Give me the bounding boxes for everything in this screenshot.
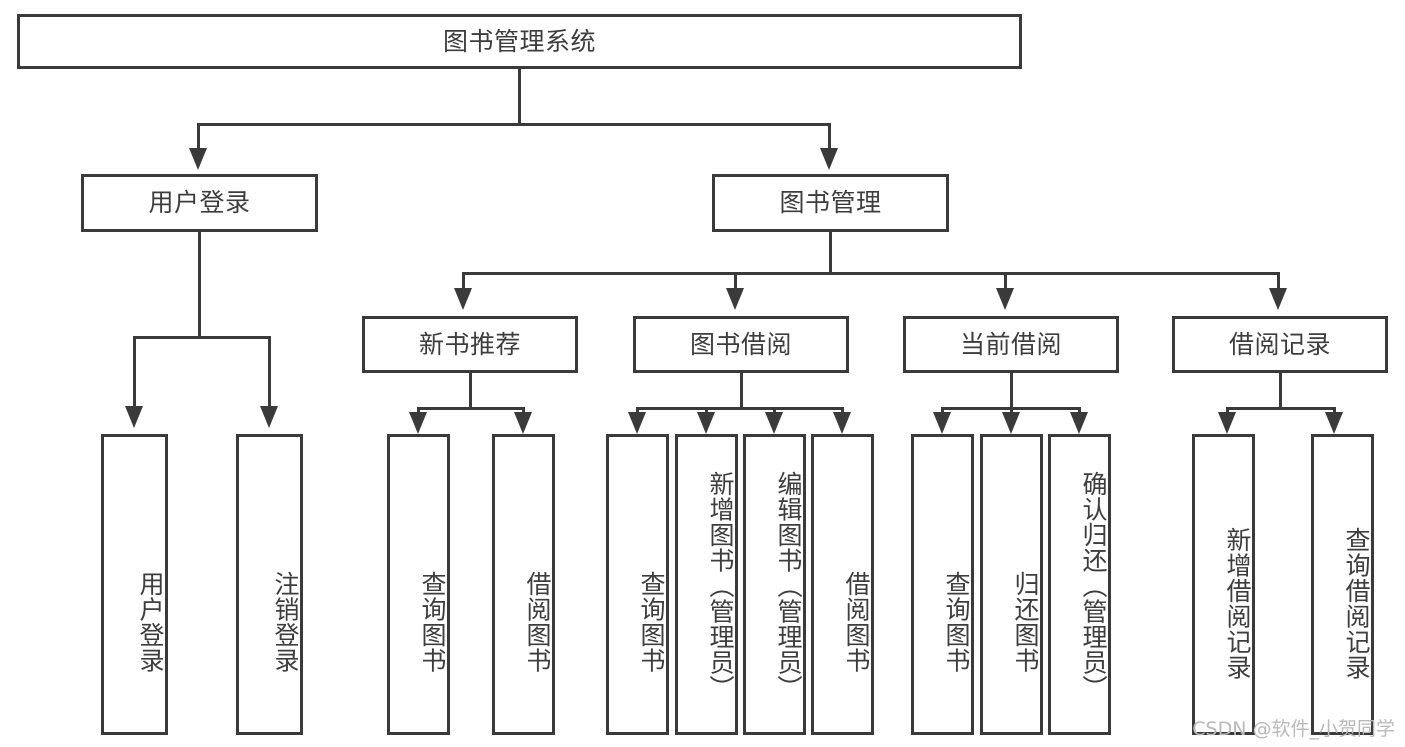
leaf-user-login[interactable]: 用户登录 — [101, 434, 168, 735]
connector-borrow-record-stem — [1279, 373, 1282, 409]
node-label: 新增借阅记录 — [1223, 527, 1252, 680]
node-label: 图书借阅 — [689, 329, 792, 359]
leaf-edit-book-admin[interactable]: 编辑图书（管理员） — [743, 434, 806, 735]
connector-new-book-leaf1 — [417, 407, 420, 414]
leaf-confirm-return-admin[interactable]: 确认归还（管理员） — [1048, 434, 1111, 735]
arrow-br-leaf2 — [1325, 412, 1343, 434]
node-label: 编辑图书（管理员） — [774, 470, 803, 701]
arrow-bm-to-borrow-record — [1269, 288, 1287, 310]
node-label: 查询图书 — [418, 570, 447, 673]
connector-bm-to-book-borrow — [734, 272, 737, 290]
arrow-bb-leaf2 — [697, 412, 715, 434]
arrow-bb-leaf3 — [765, 412, 783, 434]
arrow-user-login-leaf2 — [260, 406, 278, 428]
connector-book-borrow-bar — [636, 407, 844, 410]
connector-br-leaf2 — [1333, 407, 1336, 414]
connector-book-management-bar — [462, 272, 1280, 275]
connector-bm-to-borrow-record — [1277, 272, 1280, 290]
leaf-borrow-book[interactable]: 借阅图书 — [811, 434, 874, 735]
connector-bb-leaf2 — [705, 407, 708, 414]
node-label: 新书推荐 — [418, 329, 521, 359]
connector-root-to-user-login — [197, 123, 200, 150]
connector-new-book-bar — [417, 407, 525, 410]
connector-new-book-stem — [469, 373, 472, 409]
leaf-return-book[interactable]: 归还图书 — [980, 434, 1043, 735]
node-borrow-record[interactable]: 借阅记录 — [1172, 316, 1388, 373]
connector-root-stem — [518, 69, 521, 123]
connector-cb-leaf2 — [1010, 407, 1013, 414]
arrow-bb-leaf4 — [833, 412, 851, 434]
arrow-bb-leaf1 — [628, 412, 646, 434]
arrow-cb-leaf2 — [1002, 412, 1020, 434]
node-new-book-recommend[interactable]: 新书推荐 — [362, 316, 578, 373]
node-label: 借阅图书 — [523, 570, 552, 673]
connector-book-borrow-stem — [740, 373, 743, 409]
node-label: 查询图书 — [637, 570, 666, 673]
arrow-bm-to-current-borrow — [996, 288, 1014, 310]
connector-new-book-leaf2 — [522, 407, 525, 414]
connector-current-borrow-stem — [1010, 373, 1013, 409]
node-label: 查询借阅记录 — [1342, 527, 1371, 680]
arrow-root-to-book-management — [820, 148, 838, 170]
connector-bm-to-new-book — [462, 272, 465, 290]
node-label: 图书管理系统 — [442, 26, 596, 56]
node-label: 查询图书 — [942, 570, 971, 673]
connector-user-login-leaf2 — [268, 336, 271, 408]
leaf-query-book-recommend[interactable]: 查询图书 — [387, 434, 450, 735]
connector-bm-to-current-borrow — [1004, 272, 1007, 290]
arrow-new-book-leaf2 — [514, 412, 532, 434]
leaf-add-book-admin[interactable]: 新增图书（管理员） — [675, 434, 738, 735]
node-label: 借阅记录 — [1228, 329, 1331, 359]
connector-book-management-stem — [829, 232, 832, 274]
arrow-cb-leaf3 — [1070, 412, 1088, 434]
node-label: 借阅图书 — [842, 570, 871, 673]
node-label: 归还图书 — [1011, 570, 1040, 673]
connector-user-login-leaf1 — [133, 336, 136, 408]
node-label: 注销登录 — [271, 570, 300, 673]
connector-root-bar — [197, 123, 831, 126]
node-book-management[interactable]: 图书管理 — [712, 174, 949, 232]
node-label: 用户登录 — [148, 188, 251, 217]
connector-root-to-book-management — [828, 123, 831, 150]
arrow-user-login-leaf1 — [125, 406, 143, 428]
connector-bb-leaf1 — [636, 407, 639, 414]
arrow-new-book-leaf1 — [409, 412, 427, 434]
connector-user-login-stem — [198, 232, 201, 336]
leaf-query-book-borrow[interactable]: 查询图书 — [606, 434, 669, 735]
connector-bb-leaf4 — [841, 407, 844, 414]
node-label: 用户登录 — [136, 570, 165, 673]
arrow-br-leaf1 — [1218, 412, 1236, 434]
node-label: 新增图书（管理员） — [706, 470, 735, 701]
node-label: 当前借阅 — [959, 329, 1062, 359]
node-user-login[interactable]: 用户登录 — [81, 174, 318, 232]
arrow-bm-to-new-book — [454, 288, 472, 310]
connector-borrow-record-bar — [1226, 407, 1336, 410]
connector-br-leaf1 — [1226, 407, 1229, 414]
arrow-cb-leaf1 — [933, 412, 951, 434]
connector-user-login-bar — [133, 336, 271, 339]
connector-bb-leaf3 — [773, 407, 776, 414]
arrow-root-to-user-login — [189, 148, 207, 170]
leaf-borrow-book-recommend[interactable]: 借阅图书 — [492, 434, 555, 735]
leaf-query-book-current[interactable]: 查询图书 — [911, 434, 974, 735]
watermark-text: CSDN @软件_小贺同学 — [1192, 718, 1395, 740]
node-current-borrow[interactable]: 当前借阅 — [903, 316, 1119, 373]
leaf-logout-login[interactable]: 注销登录 — [236, 434, 303, 735]
leaf-query-borrow-record[interactable]: 查询借阅记录 — [1311, 434, 1374, 735]
leaf-add-borrow-record[interactable]: 新增借阅记录 — [1192, 434, 1255, 735]
node-book-borrow[interactable]: 图书借阅 — [633, 316, 849, 373]
node-root-book-management-system[interactable]: 图书管理系统 — [17, 14, 1022, 69]
connector-cb-leaf1 — [941, 407, 944, 414]
node-label: 确认归还（管理员） — [1079, 470, 1108, 701]
arrow-bm-to-book-borrow — [726, 288, 744, 310]
node-label: 图书管理 — [779, 188, 882, 217]
connector-cb-leaf3 — [1078, 407, 1081, 414]
